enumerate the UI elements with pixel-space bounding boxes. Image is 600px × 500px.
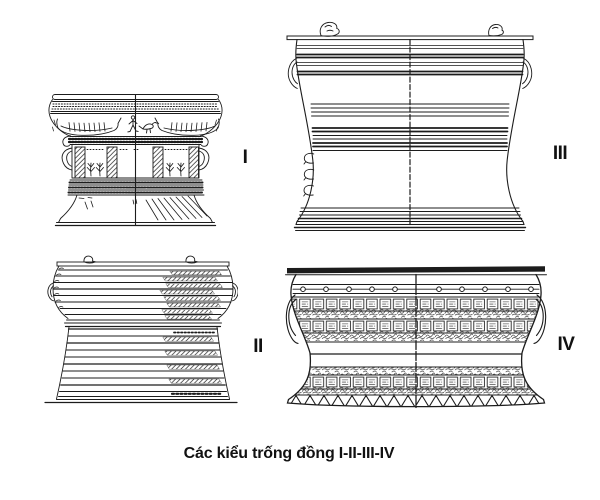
drum-type-i-illustration xyxy=(48,93,223,227)
drum-type-iv-label: IV xyxy=(557,334,575,355)
drum-type-iii-illustration xyxy=(286,21,534,231)
figure-caption: Các kiểu trống đồng I-II-III-IV xyxy=(183,445,395,462)
drum-type-i-label: I xyxy=(242,147,248,168)
drum-type-ii-illustration xyxy=(44,255,238,404)
drum-type-iv-illustration xyxy=(285,266,547,409)
drum-type-iii-label: III xyxy=(552,143,568,164)
drum-type-ii-label: II xyxy=(253,336,263,357)
